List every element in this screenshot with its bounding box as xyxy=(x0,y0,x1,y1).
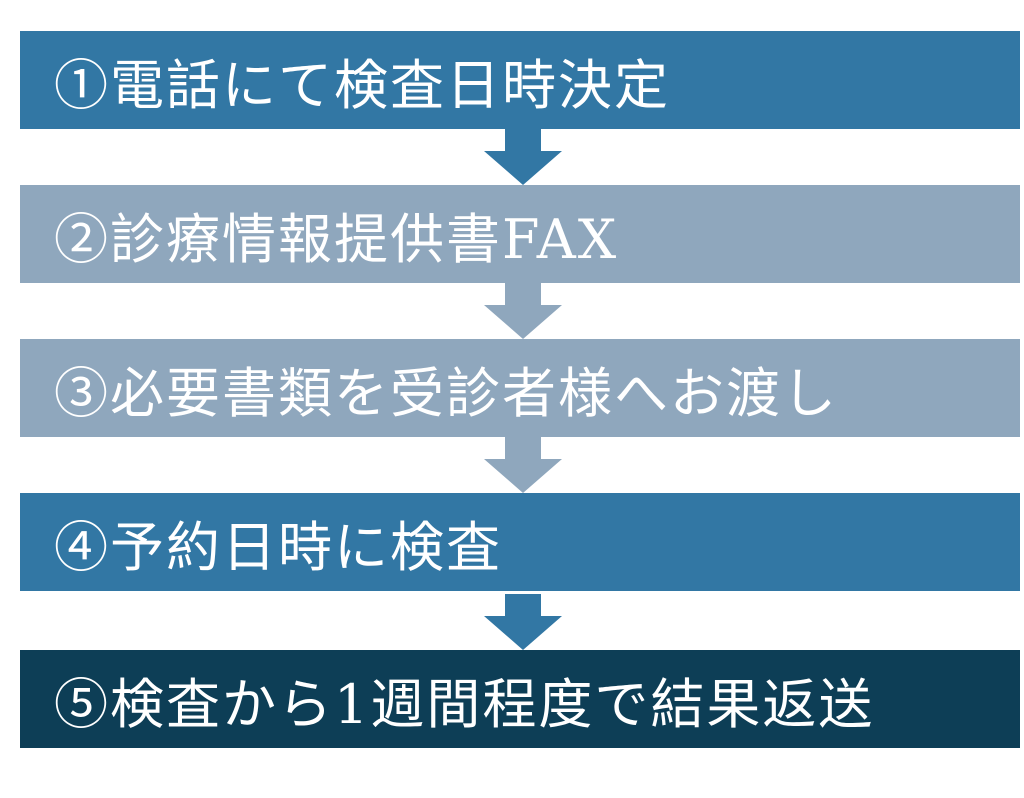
step-2-box: ②診療情報提供書FAX xyxy=(20,185,1020,283)
step-1-box: ①電話にて検査日時決定 xyxy=(20,31,1020,129)
step-3-box: ③必要書類を受診者様へお渡し xyxy=(20,339,1020,437)
arrow-down-icon xyxy=(484,437,562,493)
arrow-down-icon xyxy=(484,594,562,650)
step-4-box: ④予約日時に検査 xyxy=(20,493,1020,591)
step-5-box: ⑤検査から1週間程度で結果返送 xyxy=(20,650,1020,748)
step-1-label: ①電話にて検査日時決定 xyxy=(54,53,670,117)
arrow-down-icon xyxy=(484,283,562,339)
arrow-down-icon xyxy=(484,129,562,185)
step-5-label: ⑤検査から1週間程度で結果返送 xyxy=(54,672,875,736)
step-4-label: ④予約日時に検査 xyxy=(54,515,502,579)
step-3-label: ③必要書類を受診者様へお渡し xyxy=(54,361,838,425)
step-2-label: ②診療情報提供書FAX xyxy=(54,207,619,271)
